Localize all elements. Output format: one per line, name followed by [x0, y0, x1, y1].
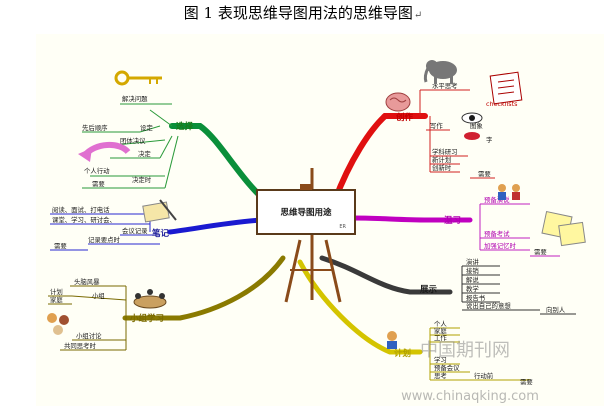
- plan-item-3: 学习: [434, 355, 447, 364]
- create-item-4: 字: [486, 135, 492, 144]
- curved-arrow-icon: [78, 142, 131, 162]
- present-item-3: 教学: [466, 284, 479, 293]
- choose-item-5: 个人行动: [84, 166, 110, 175]
- choose-item-3: 团体决议: [120, 136, 146, 145]
- exam-papers-icon: [541, 210, 586, 247]
- review-title: 温习: [444, 215, 461, 226]
- brain-icon: [385, 92, 411, 112]
- present-item-2: 解说: [466, 275, 479, 284]
- plan-item-6: 行动前: [474, 371, 494, 380]
- plan-item-0: 个人: [434, 320, 447, 328]
- notes-item-0: 阅读、面试、打电话: [52, 205, 110, 214]
- branch-group: [122, 255, 286, 321]
- create-item-6: 新计划: [432, 155, 451, 164]
- notes-item-3: 记录要点时: [88, 235, 121, 244]
- group-item-5: 共同思考时: [64, 341, 97, 350]
- center-footer: ER: [339, 224, 346, 230]
- caption-text: 图 1 表现思维导图用法的思维导图: [183, 4, 413, 22]
- planner-person-icon: [387, 331, 397, 349]
- lips-icon: [464, 132, 480, 140]
- choose-sublines: [82, 103, 179, 189]
- choose-title: 选择: [176, 121, 194, 132]
- present-item-1: 接销: [466, 266, 479, 275]
- present-item-4: 报告书: [466, 293, 486, 302]
- elephant-icon: [423, 60, 457, 84]
- plan-item-2: 工作: [434, 333, 447, 342]
- create-item-8: 需要: [478, 170, 491, 178]
- notes-item-2: 会议记录: [122, 226, 148, 235]
- create-item-1: checklists: [486, 100, 518, 108]
- plan-item-4: 预备会议: [434, 363, 460, 372]
- create-item-2: 写作: [430, 121, 443, 130]
- checklist-icon: [489, 71, 523, 105]
- group-title: 小组学习: [129, 313, 164, 324]
- figure-caption: 图 1 表现思维导图用法的思维导图↵: [0, 0, 606, 26]
- branch-choose: [169, 123, 273, 208]
- branch-create: [332, 113, 428, 203]
- choose-item-7: 决定时: [132, 175, 152, 184]
- branch-notes: [167, 217, 265, 235]
- present-sublines: [461, 265, 576, 315]
- create-title: 创作: [395, 112, 414, 123]
- choose-item-4: 决定: [138, 149, 151, 158]
- choose-item-1: 先后顺序: [82, 123, 108, 132]
- group-sublines: [48, 285, 127, 351]
- plan-item-7: 需要: [520, 378, 533, 386]
- review-item-1: 预备考试: [484, 229, 510, 238]
- review-item-2: 加强记忆时: [484, 241, 517, 250]
- present-title: 展示: [419, 285, 438, 295]
- meeting-table-icon: [133, 289, 167, 309]
- pen-paper-icon: [142, 199, 177, 223]
- review-sublines: [479, 203, 560, 257]
- create-item-0: 水平思考: [432, 81, 458, 90]
- plan-title: 计划: [394, 348, 411, 359]
- create-item-3: 图象: [470, 121, 483, 130]
- watermark-url: www.chinaqking.com: [401, 389, 539, 404]
- create-sublines: [419, 89, 495, 179]
- plan-item-1: 家庭: [434, 326, 447, 335]
- choose-item-6: 需要: [92, 180, 105, 188]
- branch-present: [319, 255, 453, 295]
- review-item-0: 预备演说: [484, 195, 510, 204]
- people-icon: [498, 184, 520, 200]
- create-item-7: 创新时: [432, 163, 452, 172]
- group-item-0: 头脑风暴: [74, 277, 100, 286]
- notes-item-1: 课堂、学习、研讨会、: [52, 215, 116, 224]
- choose-item-2: 设定: [140, 123, 153, 132]
- branch-review: [349, 215, 473, 223]
- group-item-4: 小组讨论: [76, 331, 102, 340]
- notes-title: 笔记: [151, 228, 170, 239]
- group-people-icon: [47, 313, 69, 335]
- notes-sublines: [50, 213, 160, 251]
- plan-sublines: [429, 327, 530, 381]
- present-item-6: 向别人: [546, 305, 566, 314]
- review-item-3: 需要: [534, 248, 547, 256]
- eye-icon: [461, 112, 483, 124]
- branch-plan: [297, 259, 423, 355]
- key-icon: [114, 70, 162, 86]
- center-title: 思维导图用途: [280, 207, 332, 218]
- group-item-1: 计划: [50, 287, 63, 296]
- easel-illustration: [256, 168, 356, 303]
- group-item-2: 家庭: [50, 295, 63, 304]
- notes-item-4: 需要: [54, 242, 67, 250]
- create-item-5: 学科研习: [432, 147, 458, 156]
- group-item-3: 小组: [92, 291, 105, 300]
- return-mark: ↵: [413, 10, 423, 21]
- plan-item-5: 思考: [434, 372, 447, 380]
- present-item-5: 说出自己的意想: [466, 301, 511, 310]
- choose-item-0: 解决问题: [122, 94, 148, 103]
- present-item-0: 演讲: [466, 257, 479, 266]
- watermark-label: 中国期刊网: [420, 340, 510, 361]
